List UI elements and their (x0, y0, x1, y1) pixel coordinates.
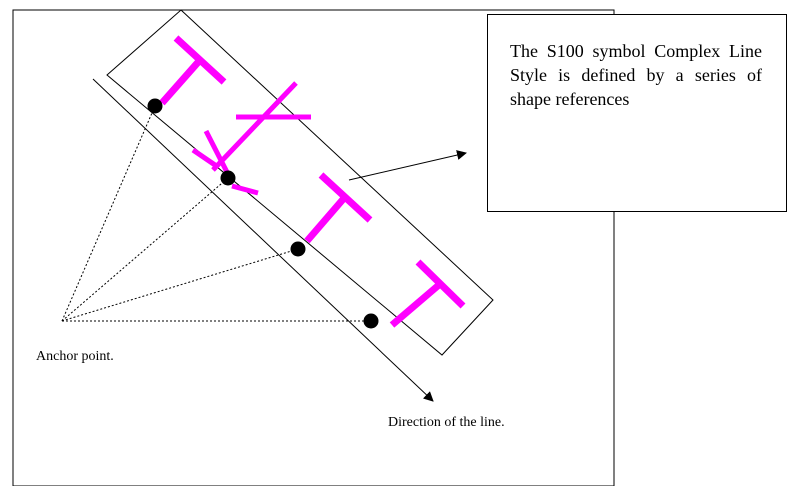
symbol-origin-dot (220, 170, 236, 186)
t-symbol-1 (159, 35, 227, 106)
outer-frame (12, 9, 615, 486)
direction-label: Direction of the line. (388, 415, 505, 430)
symbol-origin-dot (290, 241, 306, 257)
symbol-origin-dot (363, 313, 379, 329)
anchor-dotted-lines (61, 105, 371, 322)
x-symbol (191, 81, 311, 196)
callout-box: The S100 symbol Complex Line Style is de… (487, 14, 787, 212)
symbol-origin-dot (147, 98, 163, 114)
t-symbol-2 (304, 172, 373, 244)
symbol-bounding-box (106, 9, 494, 356)
anchor-point-label: Anchor point. (36, 349, 114, 364)
direction-line (92, 78, 434, 402)
callout-arrow (348, 150, 467, 181)
callout-text: The S100 symbol Complex Line Style is de… (510, 41, 762, 109)
t-symbol-3 (389, 259, 466, 328)
